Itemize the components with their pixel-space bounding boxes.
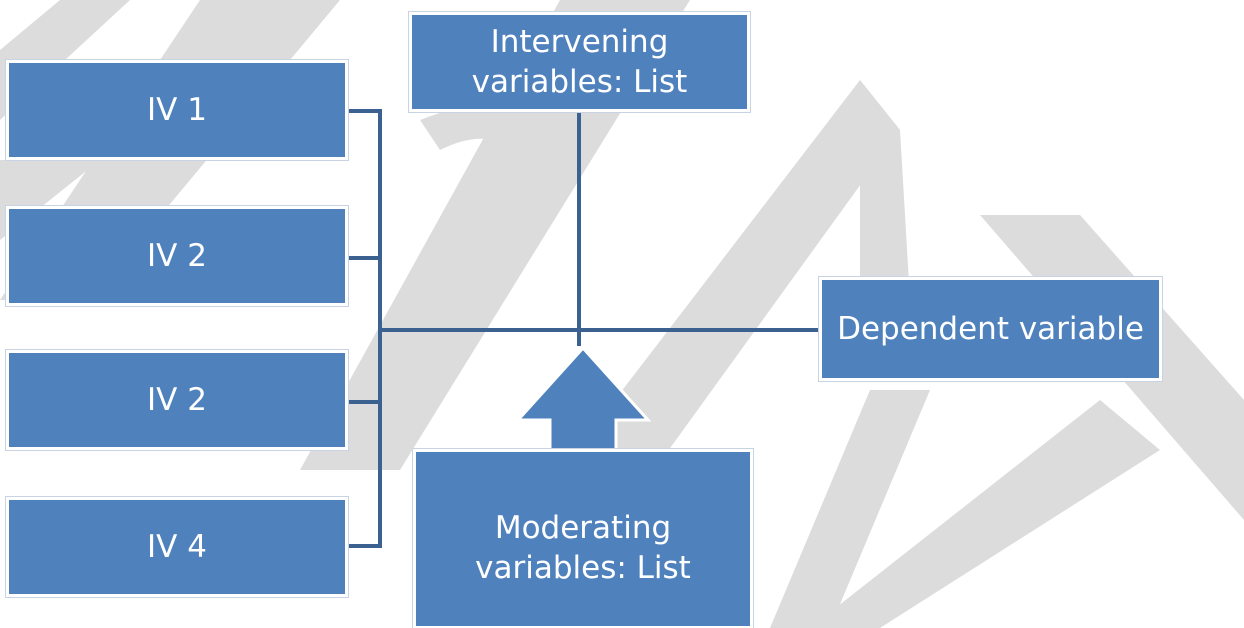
iv1-box: IV 1 <box>6 60 348 160</box>
iv4-label: IV 4 <box>147 529 207 565</box>
intervening-label: Intervening variables: List <box>471 24 688 100</box>
iv2-box: IV 2 <box>6 206 348 306</box>
moderating-label: Moderating variables: List <box>475 510 691 586</box>
iv-bracket <box>346 109 382 548</box>
watermark-stroke-3 <box>300 0 690 470</box>
iv1-label: IV 1 <box>147 92 207 128</box>
intervening-box: Intervening variables: List <box>409 12 750 112</box>
watermark-stroke-5 <box>860 80 910 330</box>
watermark-stroke-7 <box>810 400 1160 628</box>
watermark-curve <box>420 105 560 170</box>
dependent-box: Dependent variable <box>819 277 1162 381</box>
moderating-box: Moderating variables: List <box>413 449 753 628</box>
iv2-label: IV 2 <box>147 238 207 274</box>
watermark-stroke-8 <box>770 390 930 628</box>
dependent-label: Dependent variable <box>837 311 1144 347</box>
iv3-box: IV 2 <box>6 350 348 450</box>
moderating-arrow <box>514 345 652 456</box>
iv4-box: IV 4 <box>6 497 348 597</box>
iv3-label: IV 2 <box>147 382 207 418</box>
